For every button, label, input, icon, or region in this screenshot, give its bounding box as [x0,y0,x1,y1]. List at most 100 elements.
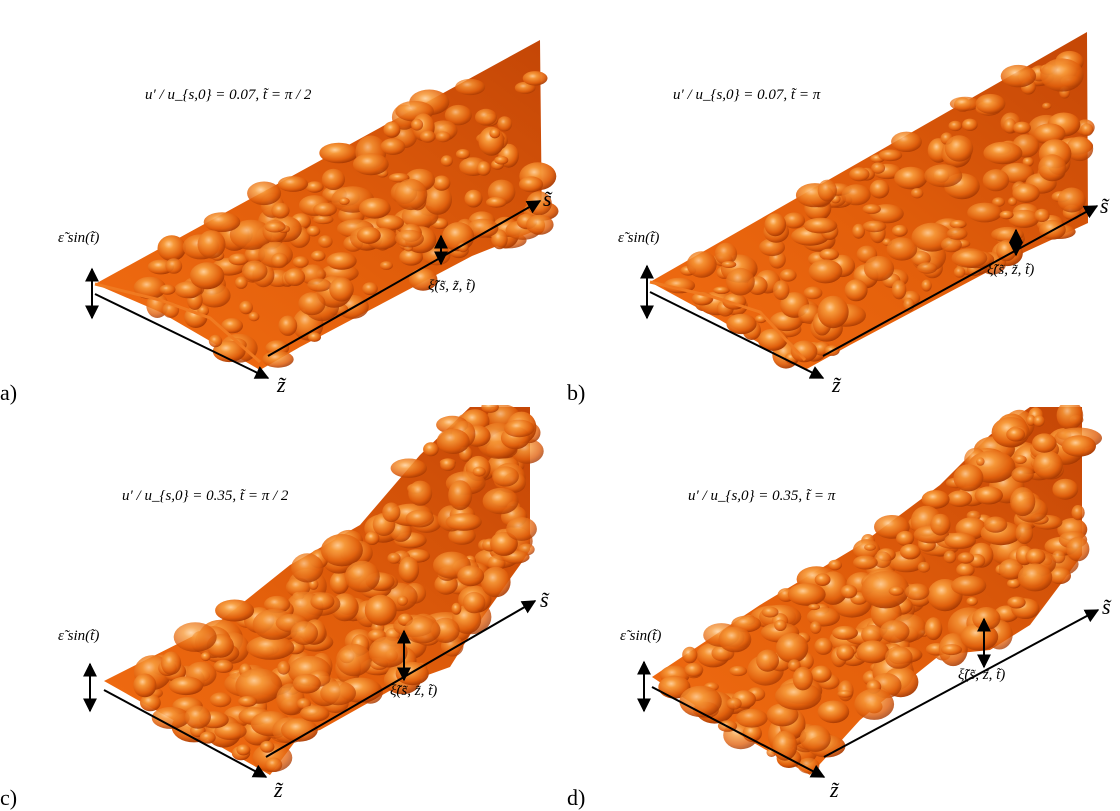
flame-bump [236,744,251,756]
flame-bump [376,215,404,231]
flame-bump [1033,123,1066,144]
flame-bump [491,229,508,250]
flame-bump [819,248,839,261]
panel-caption: u′ / u_{s,0} = 0.07, t̃ = π [673,87,821,103]
flame-bump [953,464,984,492]
flame-bump [888,586,904,596]
flame-bump [982,169,1010,192]
flame-bump [946,227,968,240]
flame-bump [310,250,326,262]
panel-letter: a) [0,380,18,405]
flame-bump [999,210,1014,220]
flame-bump [975,93,1006,114]
flame-bump [292,673,321,694]
flame-bump [735,708,768,728]
panel-c: u′ / u_{s,0} = 0.35, t̃ = π / 2 ε̃ sin(t… [0,405,560,810]
flame-bump [298,292,326,316]
flame-bump [891,280,907,300]
flame-bump [209,692,232,708]
flame-bump [215,599,255,622]
flame-bump [885,646,913,669]
s-axis [823,609,1100,758]
flame-bump [235,668,283,704]
flame-bump [896,530,915,546]
flame-bump [799,725,831,752]
s-axis-label: s̃ [540,587,549,612]
flame-bump [290,621,318,646]
flame-bump [809,621,822,634]
flame-bump [949,219,967,229]
flame-bump [849,167,870,182]
z-axis [103,689,268,778]
flame-bump [974,486,1003,505]
flame-bump [951,248,988,268]
flame-bump [944,532,976,549]
flame-bump [943,550,957,564]
flame-bump [930,513,951,536]
flame-bump [1056,405,1084,430]
z-axis-label: z̃ [274,777,283,802]
z-axis-label: z̃ [277,372,286,397]
flame-bump [472,466,486,477]
flame-bump [173,622,217,652]
flame-bump [1038,154,1067,182]
flame-bump [455,78,486,96]
flame-bump [320,534,363,567]
flame-bump [899,544,921,560]
flame-bump [476,161,491,176]
flame-bump [486,196,507,208]
flame-bump [1052,550,1066,564]
flame-bump [948,120,963,132]
flame-bump [1080,123,1094,137]
flame-bump [362,282,378,296]
flame-bump [817,295,849,329]
flame-bump [1000,64,1037,88]
flame-bump [241,260,268,282]
panel-caption: u′ / u_{s,0} = 0.07, t̃ = π / 2 [145,87,312,103]
flame-bump [436,428,470,454]
flame-bump [338,197,350,205]
flame-bump [238,696,257,707]
flame-bump [684,662,704,677]
flame-bump [679,685,722,718]
flame-bump [991,226,1024,243]
flame-bump [522,71,548,86]
z-axis-label: z̃ [832,372,841,397]
flame-bump [329,571,350,595]
flame-bump [440,155,453,167]
flame-bump [658,675,691,699]
flame-bump [726,697,742,710]
flame-bump [779,269,797,282]
amplitude-label: ε̃ sin(t̃) [58,230,100,246]
flame-bump [1008,209,1040,228]
flame-bump [921,279,932,292]
flame-bump [229,219,273,250]
flame-bump [1032,433,1057,453]
s-axis-label: s̃ [543,186,552,211]
flame-bump [817,179,837,202]
flame-bump [518,176,544,193]
flame-bump [397,595,408,606]
z-axis [649,291,825,379]
flame-bump [856,640,890,664]
flame-bump [318,235,333,248]
flame-bump [246,635,295,660]
flame-bump [917,262,938,274]
flame-bump [492,466,519,487]
flame-bump [423,442,439,457]
flame-bump [365,531,380,545]
flame-bump [457,242,469,253]
flame-bump [714,242,738,265]
flame-bump [405,509,434,528]
flame-bump [214,722,247,740]
flame-front-edge [94,282,261,364]
flame-bump [891,131,922,152]
xi-label: ξ̃(s̃, z̃, t̃) [958,667,1006,683]
flame-bump [482,487,519,515]
flame-bump [133,276,166,300]
flame-bump [310,593,335,610]
flame-bump [168,676,204,696]
flame-surface-c [83,405,544,778]
flame-bump [189,262,225,290]
flame-bump [299,705,330,722]
